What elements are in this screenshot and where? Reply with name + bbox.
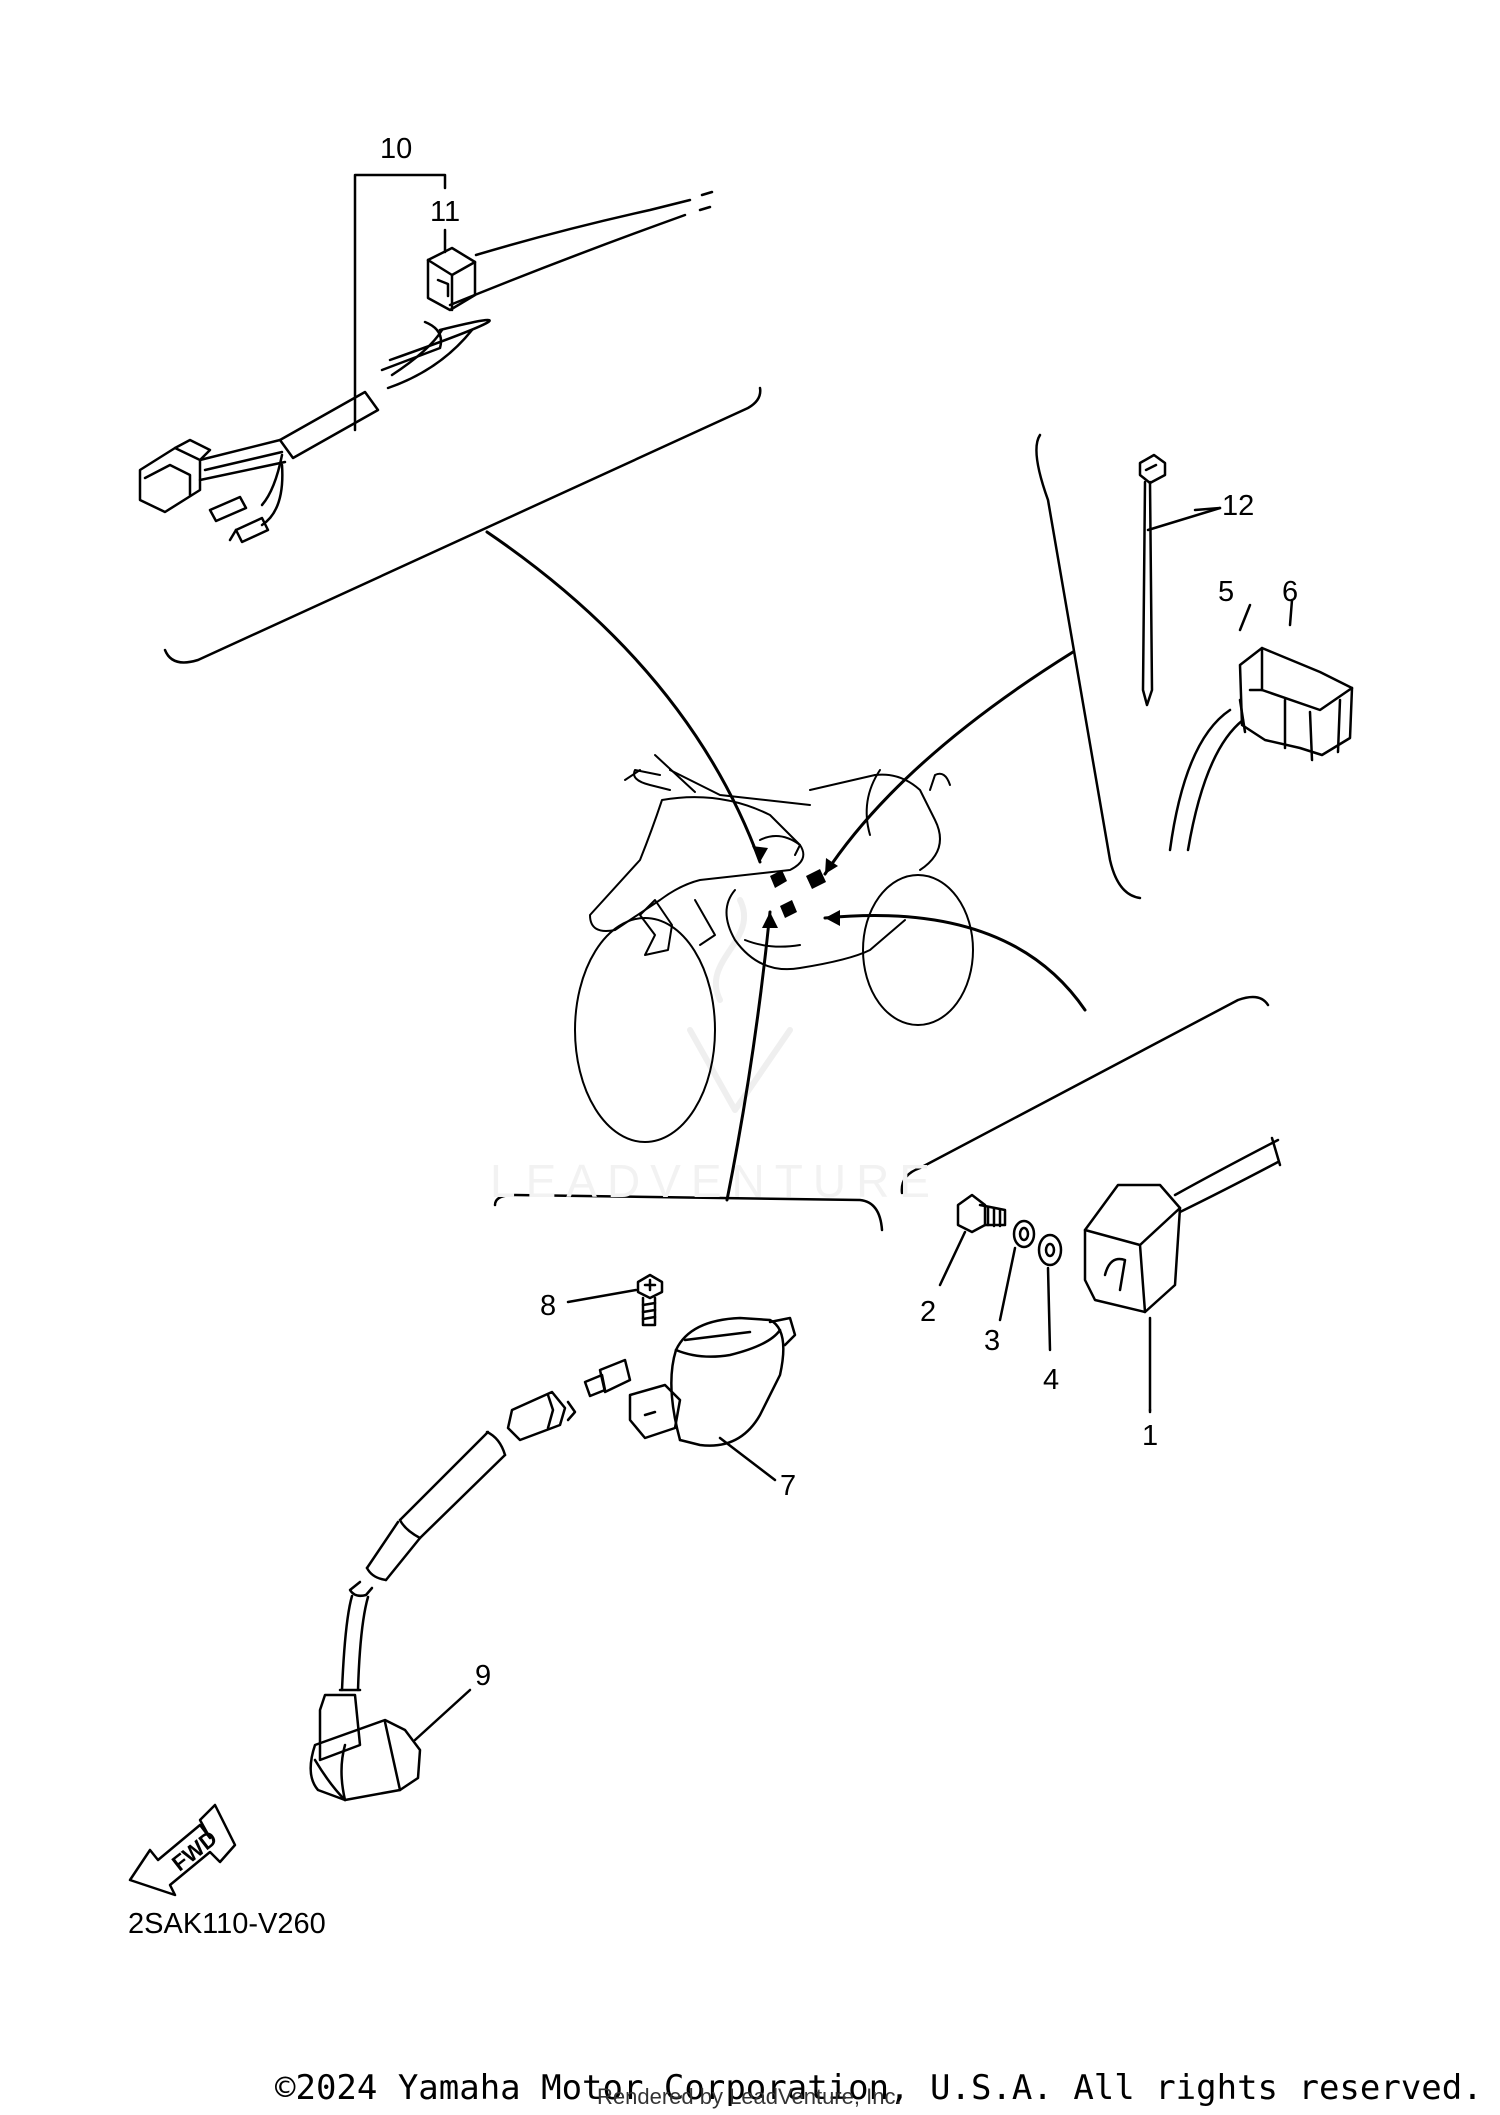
callout-leaders xyxy=(1148,506,1222,1414)
diagram-code: 2SAK110-V260 xyxy=(128,1908,326,1940)
panel-right xyxy=(1035,433,1142,900)
panel-bottom-center xyxy=(493,1193,884,1232)
cable-tie-part xyxy=(1138,453,1222,707)
callout-8: 8 xyxy=(540,1290,557,1322)
fwd-label: FWD xyxy=(167,1826,222,1877)
wire-harness-part xyxy=(138,173,714,544)
callout-10: 10 xyxy=(380,133,413,165)
callout-6: 6 xyxy=(1282,576,1299,608)
callout-3: 3 xyxy=(984,1325,1001,1357)
callout-1: 1 xyxy=(1142,1420,1159,1452)
callout-7: 7 xyxy=(780,1470,797,1502)
rendered-by-text: Rendered by LeadVenture, Inc. xyxy=(597,2084,902,2109)
callout-2: 2 xyxy=(920,1296,937,1328)
arrowheads xyxy=(752,846,840,928)
fwd-arrow-icon xyxy=(128,1803,237,1897)
component-markers xyxy=(770,869,826,918)
motorcycle-outline xyxy=(574,754,974,1143)
watermark-text: LEADVENTURE xyxy=(490,1155,940,1207)
screw-part xyxy=(566,1273,664,1327)
panel-bottom-right xyxy=(900,995,1270,1195)
watermark-logo xyxy=(687,897,793,1113)
callout-4: 4 xyxy=(1043,1364,1060,1396)
callout-12: 12 xyxy=(1222,490,1255,522)
bolt-washers-part xyxy=(938,1193,1063,1352)
spark-plug-cap-part xyxy=(309,1390,577,1802)
leader-arrows xyxy=(485,530,1087,1202)
ignition-coil-part xyxy=(583,1316,797,1482)
cdi-unit-part xyxy=(1083,1136,1282,1412)
panel-top-left xyxy=(163,386,762,664)
callout-9: 9 xyxy=(475,1660,492,1692)
copyright-text: ©2024 Yamaha Motor Corporation, U.S.A. A… xyxy=(275,2068,1483,2108)
callout-11: 11 xyxy=(430,196,461,228)
callout-5: 5 xyxy=(1218,576,1235,608)
connector-5-6-part xyxy=(1168,598,1354,852)
